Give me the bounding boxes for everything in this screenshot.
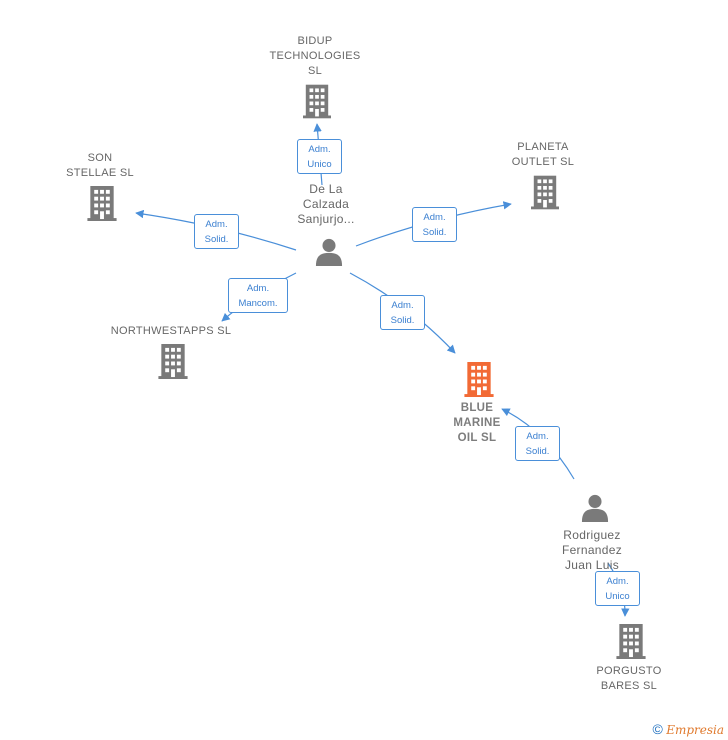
label-line: SL: [307, 65, 323, 77]
role-badge-bidup: Adm. Unico: [297, 139, 342, 174]
label-line: Calzada: [302, 197, 350, 211]
company-label-bidup[interactable]: BIDUP TECHNOLOGIES SL: [255, 34, 375, 79]
role-badge-porgusto: Adm. Unico: [595, 571, 640, 606]
building-icon[interactable]: [616, 624, 646, 659]
company-label-blue-marine[interactable]: BLUE MARINE OIL SL: [437, 401, 517, 446]
role-line: Solid.: [204, 234, 229, 245]
footer-credit[interactable]: © Empresia: [653, 721, 724, 737]
company-label-northwestapps[interactable]: NORTHWESTAPPS SL: [101, 324, 241, 339]
person-label-rodriguez[interactable]: Rodriguez Fernandez Juan Luis: [542, 528, 642, 573]
label-line: De La: [309, 182, 343, 196]
role-badge-blue-marine-rodriguez: Adm. Solid.: [515, 426, 560, 461]
role-badge-planeta: Adm. Solid.: [412, 207, 457, 242]
role-line: Unico: [605, 591, 630, 602]
label-line: TECHNOLOGIES: [269, 50, 361, 62]
role-badge-blue-marine-calzada: Adm. Solid.: [380, 295, 425, 330]
role-line: Solid.: [525, 446, 550, 457]
role-line: Adm.: [308, 144, 331, 155]
role-line: Adm.: [205, 219, 228, 230]
label-line: BARES SL: [600, 680, 658, 692]
company-label-planeta[interactable]: PLANETA OUTLET SL: [493, 140, 593, 170]
role-line: Mancom.: [238, 298, 278, 309]
brand-logo: Empresia: [666, 723, 724, 737]
building-icon[interactable]: [303, 84, 331, 119]
label-line: Sanjurjo...: [297, 212, 355, 226]
label-line: OIL SL: [457, 432, 497, 444]
label-line: SON: [87, 152, 113, 164]
role-badge-son-stellae: Adm. Solid.: [194, 214, 239, 249]
label-line: STELLAE SL: [66, 167, 134, 179]
role-line: Adm.: [246, 283, 270, 294]
label-line: BIDUP: [297, 35, 333, 47]
label-line: PORGUSTO: [596, 665, 662, 677]
label-line: Fernandez: [561, 543, 623, 557]
role-line: Solid.: [422, 227, 447, 238]
building-icon[interactable]: [464, 362, 494, 397]
label-line: BLUE: [460, 402, 494, 414]
building-icon[interactable]: [158, 344, 188, 379]
building-icon[interactable]: [531, 175, 559, 210]
person-icon[interactable]: [581, 494, 609, 522]
label-line: Rodriguez: [563, 528, 621, 542]
label-line: Juan Luis: [564, 558, 620, 572]
person-label-de-la-calzada[interactable]: De La Calzada Sanjurjo...: [276, 182, 376, 227]
role-line: Unico: [307, 159, 332, 170]
label-line: MARINE: [453, 417, 501, 429]
company-label-porgusto[interactable]: PORGUSTO BARES SL: [579, 664, 679, 694]
role-badge-northwestapps: Adm. Mancom.: [228, 278, 288, 313]
role-line: Adm.: [391, 300, 414, 311]
role-line: Adm.: [526, 431, 549, 442]
role-line: Solid.: [390, 315, 415, 326]
copyright-icon: ©: [652, 721, 663, 737]
role-line: Adm.: [423, 212, 446, 223]
building-icon[interactable]: [87, 186, 117, 221]
label-line: PLANETA: [517, 141, 569, 153]
person-icon[interactable]: [315, 238, 343, 266]
label-line: OUTLET SL: [511, 156, 575, 168]
company-label-son-stellae[interactable]: SON STELLAE SL: [50, 151, 150, 181]
label-line: NORTHWESTAPPS SL: [110, 325, 232, 337]
role-line: Adm.: [606, 576, 629, 587]
